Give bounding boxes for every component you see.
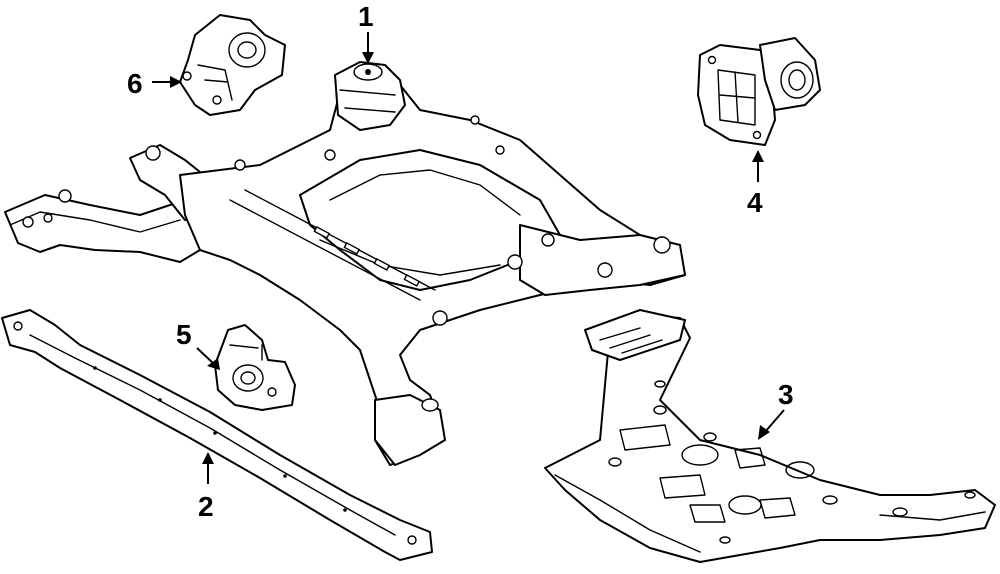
mount-center-part bbox=[214, 324, 296, 411]
callout-label: 6 bbox=[127, 68, 143, 99]
callout-label: 2 bbox=[198, 491, 214, 522]
mount-bracket-right-part bbox=[697, 37, 821, 146]
callout-1: 1 bbox=[358, 1, 374, 64]
callout-label: 4 bbox=[747, 187, 763, 218]
callout-6: 6 bbox=[127, 68, 182, 99]
callout-5: 5 bbox=[176, 319, 220, 370]
mount-left-part bbox=[179, 14, 286, 116]
callout-3: 3 bbox=[758, 379, 794, 440]
underbody-shield-part bbox=[544, 309, 996, 563]
crossmember-part bbox=[1, 309, 433, 561]
callout-label: 1 bbox=[358, 1, 374, 32]
subframe-part bbox=[4, 61, 686, 466]
callout-label: 5 bbox=[176, 319, 192, 350]
callout-4: 4 bbox=[747, 150, 764, 218]
callout-label: 3 bbox=[778, 379, 794, 410]
callout-2: 2 bbox=[198, 452, 214, 522]
